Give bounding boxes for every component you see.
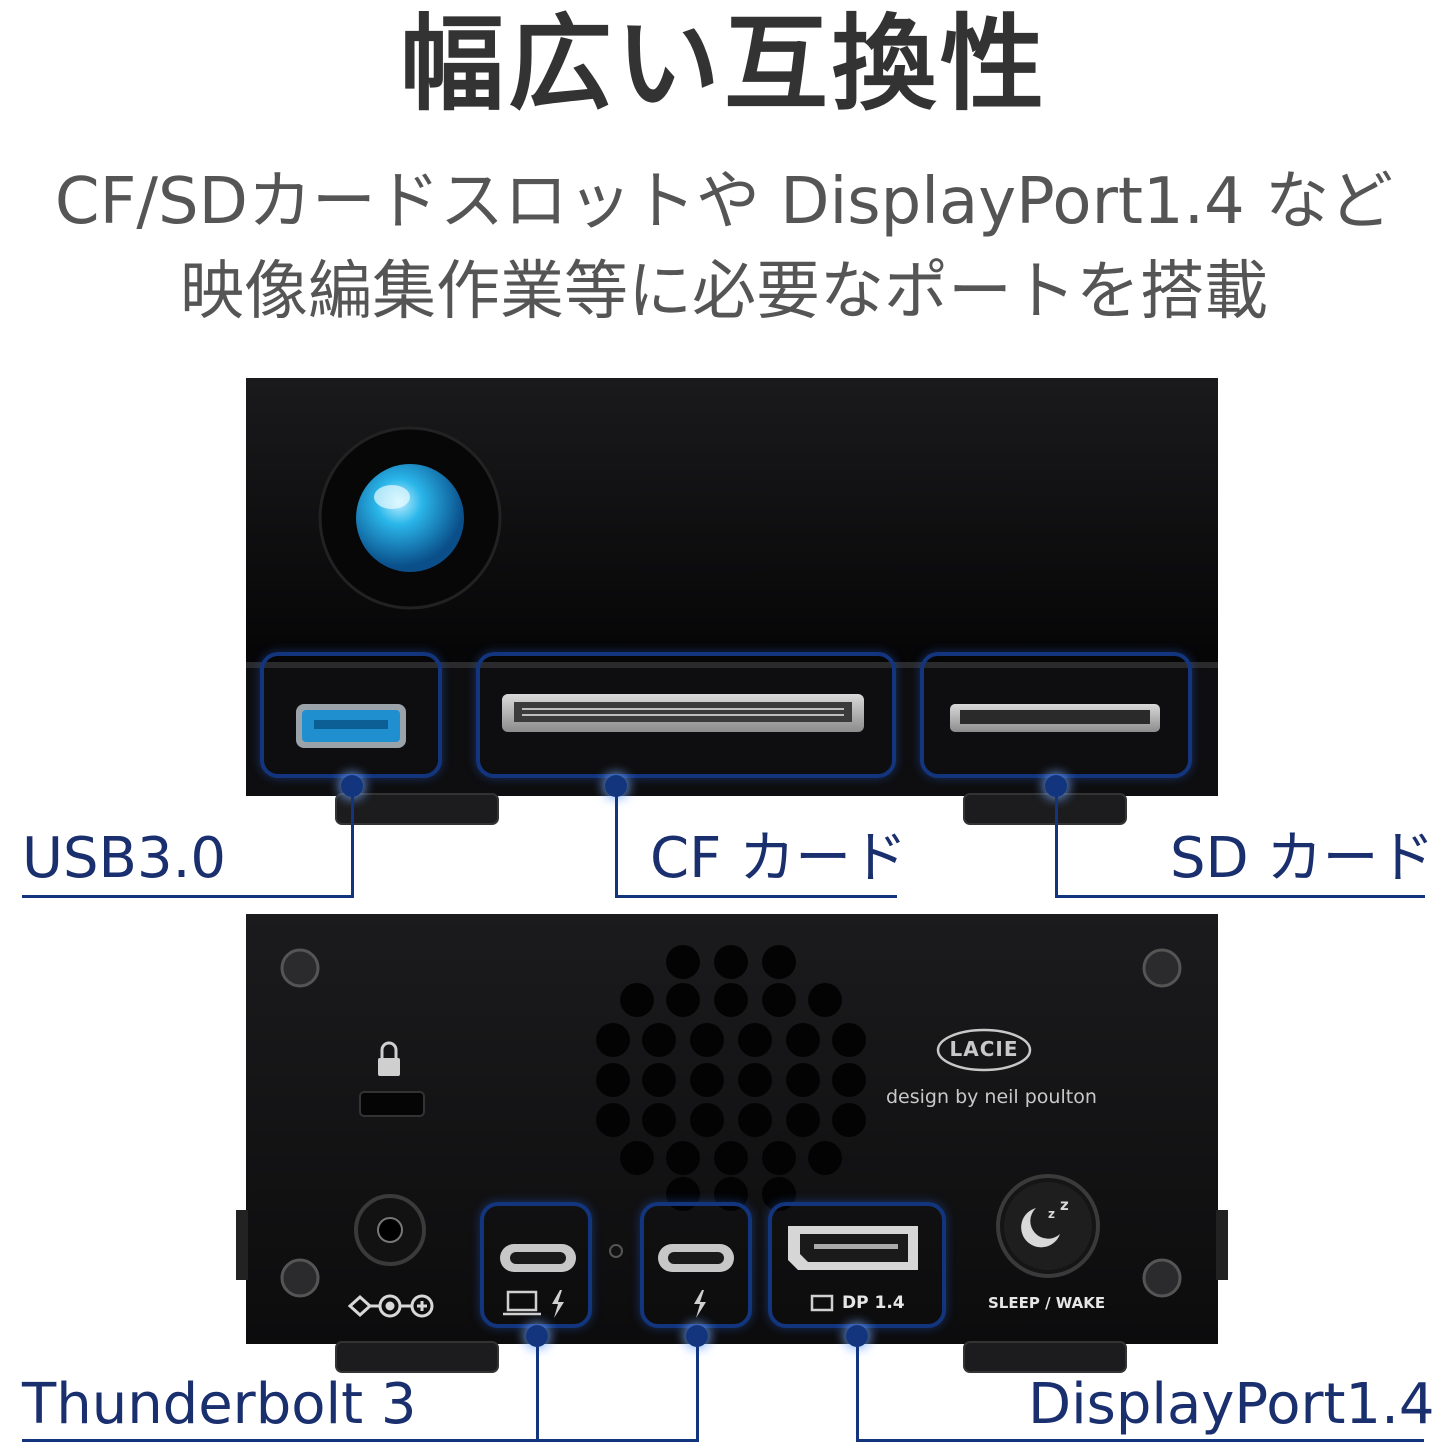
cf-underline [615, 895, 897, 898]
kensington-slot [359, 1091, 425, 1117]
usb-connector-line [351, 786, 354, 898]
subtitle-line-2: 映像編集作業等に必要なポートを搭載 [180, 255, 1268, 329]
bolt-icon [694, 1290, 706, 1318]
sd-card-label: SD カード [1170, 826, 1435, 891]
usb-label: USB3.0 [22, 826, 227, 891]
vent-grille [596, 945, 866, 1211]
front-device [246, 378, 1218, 825]
thunderbolt-connector-line-1 [536, 1336, 539, 1442]
front-foot-left [335, 793, 499, 825]
sd-connector-line [1055, 786, 1058, 898]
displayport-label: DisplayPort1.4 [1028, 1372, 1435, 1437]
page-title: 幅広い互換性 [399, 3, 1048, 125]
displayport-connector-line [856, 1336, 859, 1442]
thunderbolt-connector-line-2 [696, 1336, 699, 1442]
laptop-icon [503, 1290, 541, 1316]
moon-icon [1021, 1208, 1060, 1248]
front-foot-right [963, 793, 1127, 825]
power-button-icon [356, 464, 464, 572]
screw-icon [1142, 948, 1182, 988]
usb-port-highlight [260, 652, 442, 778]
cf-card-label: CF カード [650, 826, 908, 891]
monitor-icon [810, 1294, 834, 1312]
sleep-wake-caption: SLEEP / WAKE [988, 1294, 1106, 1312]
cf-slot-highlight [476, 652, 896, 778]
dp-port-caption: DP 1.4 [842, 1293, 905, 1313]
thunderbolt-label: Thunderbolt 3 [22, 1372, 417, 1437]
brand-logo-text: LACIE [949, 1037, 1019, 1061]
lock-icon [378, 1041, 400, 1076]
svg-text:z: z [1048, 1207, 1055, 1221]
svg-text:z: z [1060, 1196, 1069, 1214]
rear-foot-right [963, 1341, 1127, 1373]
displayport-underline [856, 1439, 1424, 1442]
rear-device: z z [236, 914, 1228, 1373]
screw-icon [280, 1258, 320, 1298]
subtitle-line-1: CF/SDカードスロットや DisplayPort1.4 など [54, 165, 1394, 239]
cf-connector-line [615, 786, 618, 898]
brand-logo [936, 1028, 1032, 1072]
thunderbolt-underline [22, 1439, 699, 1442]
screw-icon [280, 948, 320, 988]
dc-polarity-icon [347, 1294, 434, 1318]
bolt-icon [552, 1290, 564, 1318]
usb-underline [22, 895, 354, 898]
designer-credit: design by neil poulton [886, 1086, 1097, 1108]
displayport-highlight [768, 1202, 946, 1328]
thunderbolt-port-2-highlight [640, 1202, 752, 1328]
screw-icon [1142, 1258, 1182, 1298]
rear-foot-left [335, 1341, 499, 1373]
thunderbolt-port-1-highlight [480, 1202, 592, 1328]
sd-underline [1055, 895, 1425, 898]
sd-slot-highlight [920, 652, 1192, 778]
